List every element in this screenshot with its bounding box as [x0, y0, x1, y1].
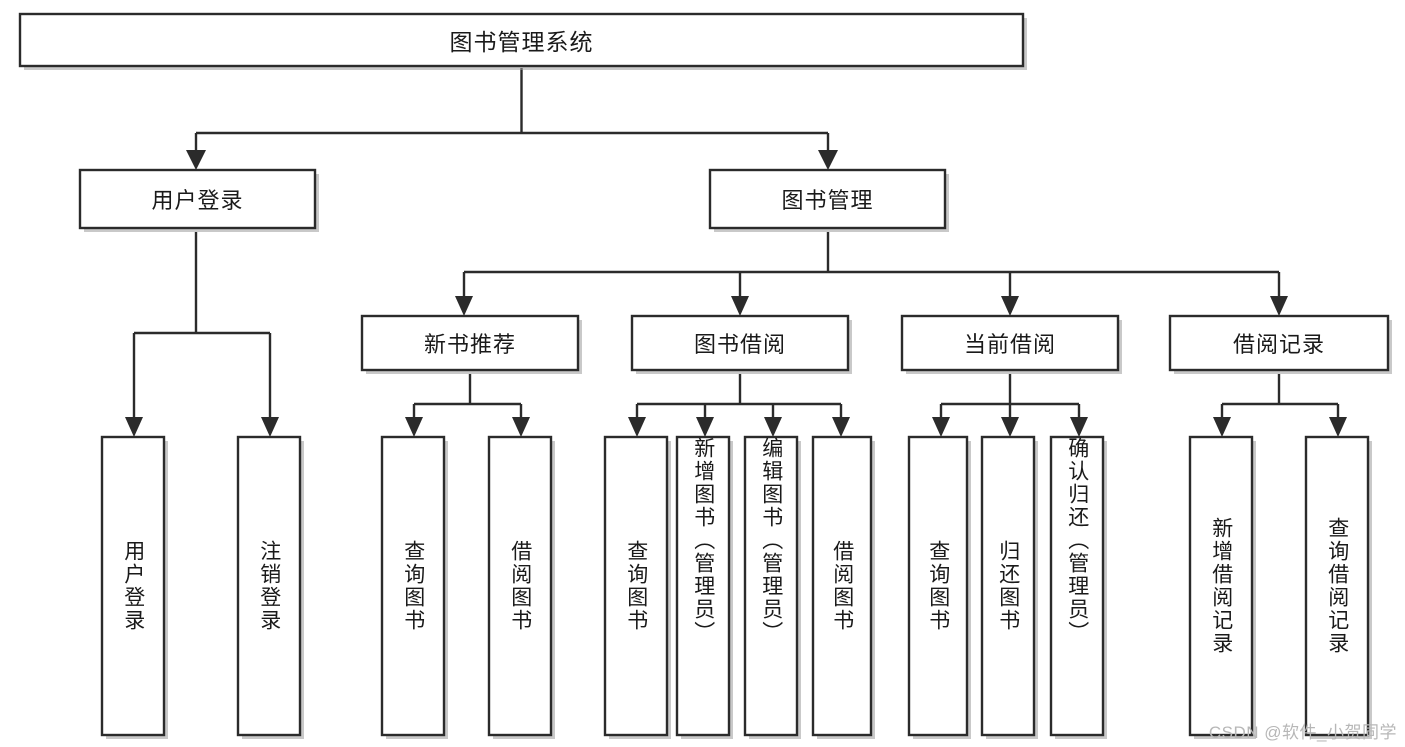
arrow-head-newbook-leaf-1 — [405, 417, 423, 437]
node-leaf-user-login[interactable] — [100, 435, 168, 739]
node-leaf-return-book[interactable] — [980, 435, 1038, 739]
node-current-borrowing[interactable] — [900, 314, 1122, 374]
arrow-head-bookborrow-leaf-3 — [764, 417, 782, 437]
arrow-head-user-login — [186, 150, 206, 170]
arrow-head-newbook-leaf-2 — [512, 417, 530, 437]
node-leaf-query-book-nbr[interactable] — [380, 435, 448, 739]
node-rect — [236, 435, 302, 737]
arrow-head-currentborrow-leaf-2 — [1001, 417, 1019, 437]
node-rect — [980, 435, 1036, 737]
connector-group-root-to-level1 — [186, 68, 838, 170]
arrow-head-bookborrow-leaf-2 — [696, 417, 714, 437]
connector-group-userlogin-to-leaves — [125, 232, 279, 437]
node-book-borrowing[interactable] — [630, 314, 852, 374]
node-rect — [18, 12, 1025, 68]
arrow-head-borrowrecord-leaf-2 — [1329, 417, 1347, 437]
arrow-head-currentborrow-leaf-3 — [1070, 417, 1088, 437]
connector-group-currentborrow-to-leaves — [932, 374, 1088, 437]
node-borrowing-record[interactable] — [1168, 314, 1392, 374]
node-leaf-confirm-return-admin[interactable] — [1049, 435, 1107, 739]
node-rect — [78, 168, 317, 230]
node-leaf-borrow-book-nbr[interactable] — [487, 435, 555, 739]
arrow-head-current-borrow — [1001, 296, 1019, 316]
node-leaf-logout[interactable] — [236, 435, 304, 739]
arrow-head-new-book-rec — [455, 296, 473, 316]
arrow-head-borrow-record — [1270, 296, 1288, 316]
arrow-head-bookborrow-leaf-4 — [832, 417, 850, 437]
node-rect — [1168, 314, 1390, 372]
node-rect — [360, 314, 580, 372]
node-rect — [811, 435, 873, 737]
node-leaf-query-book-cb[interactable] — [907, 435, 971, 739]
node-rect — [1188, 435, 1254, 737]
node-root-book-management-system[interactable] — [18, 12, 1027, 70]
node-book-management[interactable] — [708, 168, 949, 232]
node-rect — [630, 314, 850, 372]
arrow-head-borrowrecord-leaf-1 — [1213, 417, 1231, 437]
node-rect — [1304, 435, 1370, 737]
node-leaf-edit-book-admin[interactable] — [743, 435, 801, 739]
node-rect — [100, 435, 166, 737]
arrow-head-book-manage — [818, 150, 838, 170]
node-rect — [743, 435, 799, 737]
node-leaf-add-book-admin[interactable] — [675, 435, 733, 739]
arrow-head-leaf-user-login — [125, 417, 143, 437]
arrow-head-bookborrow-leaf-1 — [628, 417, 646, 437]
node-rect — [1049, 435, 1105, 737]
connector-group-newbook-to-leaves — [405, 374, 530, 437]
node-leaf-borrow-book-bb[interactable] — [811, 435, 875, 739]
node-rect — [487, 435, 553, 737]
node-rect — [708, 168, 947, 230]
node-rect — [603, 435, 669, 737]
connector-group-borrowrecord-to-leaves — [1213, 374, 1347, 437]
node-new-book-recommendation[interactable] — [360, 314, 582, 374]
connector-group-bookmanage-to-level2 — [455, 232, 1288, 316]
node-rect — [900, 314, 1120, 372]
node-rect — [907, 435, 969, 737]
node-user-login[interactable] — [78, 168, 319, 232]
arrow-head-book-borrow — [731, 296, 749, 316]
node-rect — [380, 435, 446, 737]
arrow-head-leaf-logout — [261, 417, 279, 437]
node-rect — [675, 435, 731, 737]
node-leaf-add-borrow-record[interactable] — [1188, 435, 1256, 739]
arrow-head-currentborrow-leaf-1 — [932, 417, 950, 437]
node-leaf-query-borrow-record[interactable] — [1304, 435, 1372, 739]
node-leaf-query-book-bb[interactable] — [603, 435, 671, 739]
connector-group-bookborrow-to-leaves — [628, 374, 850, 437]
